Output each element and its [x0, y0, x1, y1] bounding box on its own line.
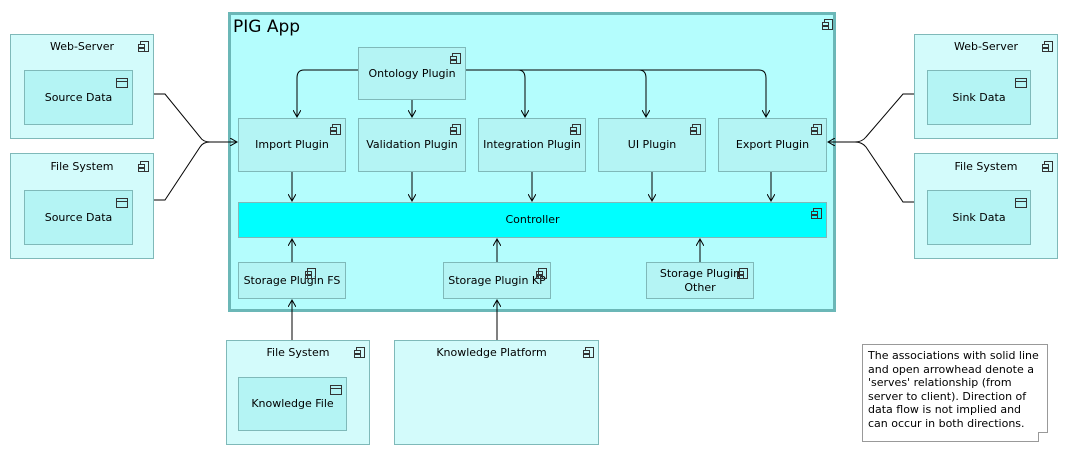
storage-plugin-other[interactable]: Storage Plugin Other [646, 262, 754, 299]
knowledge-file-artifact[interactable]: Knowledge File [238, 377, 347, 431]
app-title: PIG App [233, 17, 301, 37]
legend-note: The associations with solid line and ope… [862, 344, 1048, 442]
artifact-label: Source Data [44, 90, 113, 104]
component-icon [1042, 41, 1053, 52]
controller-label: Controller [505, 213, 560, 226]
component-icon [138, 161, 149, 172]
component-icon [330, 124, 341, 135]
component-icon [1042, 161, 1053, 172]
import-plugin[interactable]: Import Plugin [238, 118, 346, 172]
artifact-icon [116, 78, 128, 88]
source-data-artifact[interactable]: Source Data [24, 190, 133, 245]
component-icon [570, 124, 581, 135]
storage-plugin-fs[interactable]: Storage Plugin FS [238, 262, 346, 299]
artifact-label: Knowledge File [251, 397, 334, 410]
sink-data-artifact[interactable]: Sink Data [927, 190, 1031, 245]
ontology-plugin[interactable]: Ontology Plugin [358, 47, 466, 100]
component-icon [690, 124, 701, 135]
plugin-label: Ontology Plugin [368, 66, 456, 80]
integration-plugin[interactable]: Integration Plugin [478, 118, 586, 172]
export-plugin[interactable]: Export Plugin [718, 118, 827, 172]
artifact-label: Sink Data [952, 90, 1006, 104]
ui-plugin[interactable]: UI Plugin [598, 118, 706, 172]
web-server-source-node[interactable]: Web-Server Source Data [10, 34, 154, 139]
plugin-label: Storage Plugin Other [659, 266, 741, 294]
ontology-to-export [466, 69, 766, 117]
ontology-to-integration [466, 69, 525, 117]
web-server-to-import [154, 93, 237, 142]
component-icon [354, 347, 365, 358]
artifact-label: Source Data [44, 210, 113, 224]
storage-plugin-kp[interactable]: Storage Plugin KP [443, 262, 551, 299]
node-title: Web-Server [49, 40, 115, 53]
node-title: File System [266, 346, 330, 359]
file-system-to-import [154, 141, 211, 201]
file-system-sink-node[interactable]: File System Sink Data [914, 153, 1058, 259]
plugin-label: Validation Plugin [366, 138, 458, 151]
note-fold [1038, 432, 1048, 442]
ontology-to-import [297, 69, 358, 117]
node-title: Web-Server [953, 40, 1019, 53]
node-title: File System [954, 160, 1018, 173]
artifact-label: Sink Data [952, 210, 1006, 224]
ontology-to-ui [466, 69, 646, 117]
file-system-knowledge-node[interactable]: File System Knowledge File [226, 340, 370, 445]
note-text: The associations with solid line and ope… [868, 349, 1039, 430]
sink-data-artifact[interactable]: Sink Data [927, 70, 1031, 125]
component-icon [536, 268, 547, 279]
component-icon [583, 347, 594, 358]
file-system-to-export [854, 141, 914, 203]
web-server-to-export [828, 93, 914, 142]
artifact-icon [1015, 78, 1027, 88]
plugin-label: Storage Plugin KP [448, 273, 546, 287]
component-icon [305, 268, 316, 279]
validation-plugin[interactable]: Validation Plugin [358, 118, 466, 172]
component-icon [450, 124, 461, 135]
knowledge-platform-node[interactable]: Knowledge Platform [394, 340, 599, 445]
plugin-label: Import Plugin [255, 138, 329, 151]
plugin-label: Integration Plugin [483, 138, 581, 151]
web-server-sink-node[interactable]: Web-Server Sink Data [914, 34, 1058, 139]
component-icon [450, 53, 461, 64]
plugin-label: UI Plugin [627, 138, 677, 151]
artifact-icon [1015, 198, 1027, 208]
source-data-artifact[interactable]: Source Data [24, 70, 133, 125]
node-title: Knowledge Platform [436, 346, 547, 359]
plugin-label: Storage Plugin FS [243, 273, 341, 287]
component-icon [138, 41, 149, 52]
controller[interactable]: Controller [238, 202, 827, 238]
artifact-icon [116, 198, 128, 208]
artifact-icon [330, 385, 342, 395]
plugin-label: Export Plugin [735, 138, 810, 151]
file-system-source-node[interactable]: File System Source Data [10, 153, 154, 259]
component-icon [737, 268, 748, 279]
component-icon [811, 124, 822, 135]
component-icon [822, 19, 833, 30]
component-icon [811, 208, 822, 219]
node-title: File System [50, 160, 114, 173]
